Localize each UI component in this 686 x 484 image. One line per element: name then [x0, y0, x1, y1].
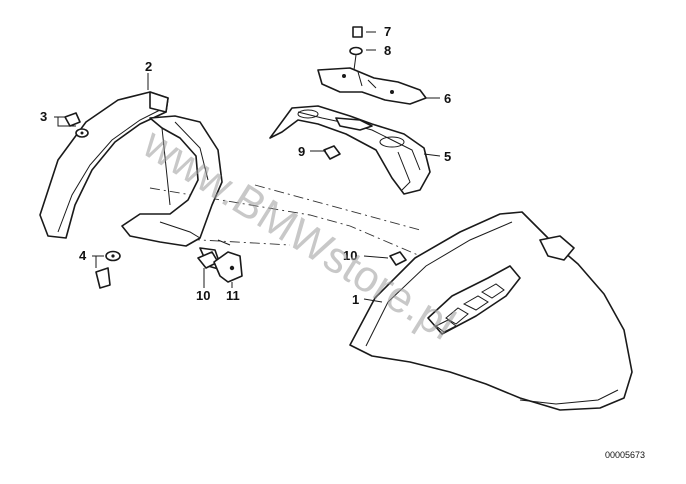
- callout-10-fairing: 10: [343, 248, 357, 263]
- part-7-8-screw-washer: [349, 26, 363, 71]
- callout-1: 1: [352, 292, 359, 307]
- part-3-screw-washer: [64, 112, 89, 138]
- callout-11: 11: [226, 288, 240, 303]
- part-9-clip-nut: [323, 145, 341, 160]
- part-6-bracket: [317, 67, 427, 105]
- callout-5: 5: [444, 149, 451, 164]
- leader-lines: [54, 31, 441, 303]
- callout-4: 4: [79, 248, 87, 263]
- callout-3: 3: [40, 109, 47, 124]
- part-10-11-clip-bracket: [197, 251, 243, 283]
- part-4-screw-washer: [95, 250, 121, 289]
- part-5-instrument-carrier: [269, 105, 431, 195]
- reference-number: 00005673: [605, 450, 645, 460]
- callout-2: 2: [145, 59, 152, 74]
- part-10-clip-nut: [389, 251, 407, 266]
- callout-8: 8: [384, 43, 391, 58]
- callout-9: 9: [298, 144, 305, 159]
- callout-7: 7: [384, 24, 391, 39]
- callouts: 1 2 3 4 5 6 7 8 9 10 10 11: [40, 24, 451, 307]
- callout-6: 6: [444, 91, 451, 106]
- part-1-fairing: [349, 211, 633, 411]
- callout-10-lower: 10: [196, 288, 210, 303]
